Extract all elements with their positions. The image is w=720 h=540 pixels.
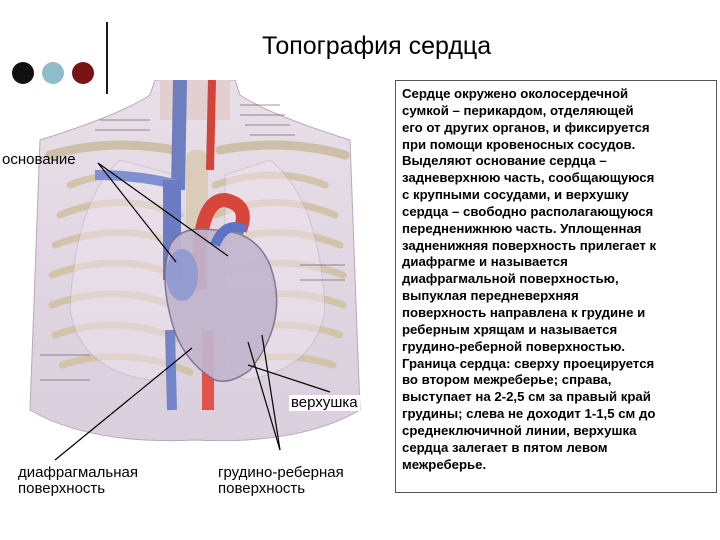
description-text: Сердце окружено околосердечной сумкой – … (396, 81, 716, 473)
neck (160, 80, 230, 120)
description-box: Сердце окружено околосердечной сумкой – … (395, 80, 717, 493)
label-sternocostal-surface: грудино-реберная поверхность (218, 465, 344, 497)
right-atrium (166, 249, 198, 301)
label-apex: верхушка (289, 395, 360, 411)
label-base: основание (2, 152, 76, 168)
page-title: Топография сердца (262, 32, 491, 61)
jugular-vein (178, 80, 180, 190)
carotid-artery (210, 80, 212, 170)
anatomy-illustration (0, 80, 395, 500)
label-diaphragmatic-surface: диафрагмальная поверхность (18, 465, 138, 497)
inferior-vena-cava (170, 330, 172, 410)
